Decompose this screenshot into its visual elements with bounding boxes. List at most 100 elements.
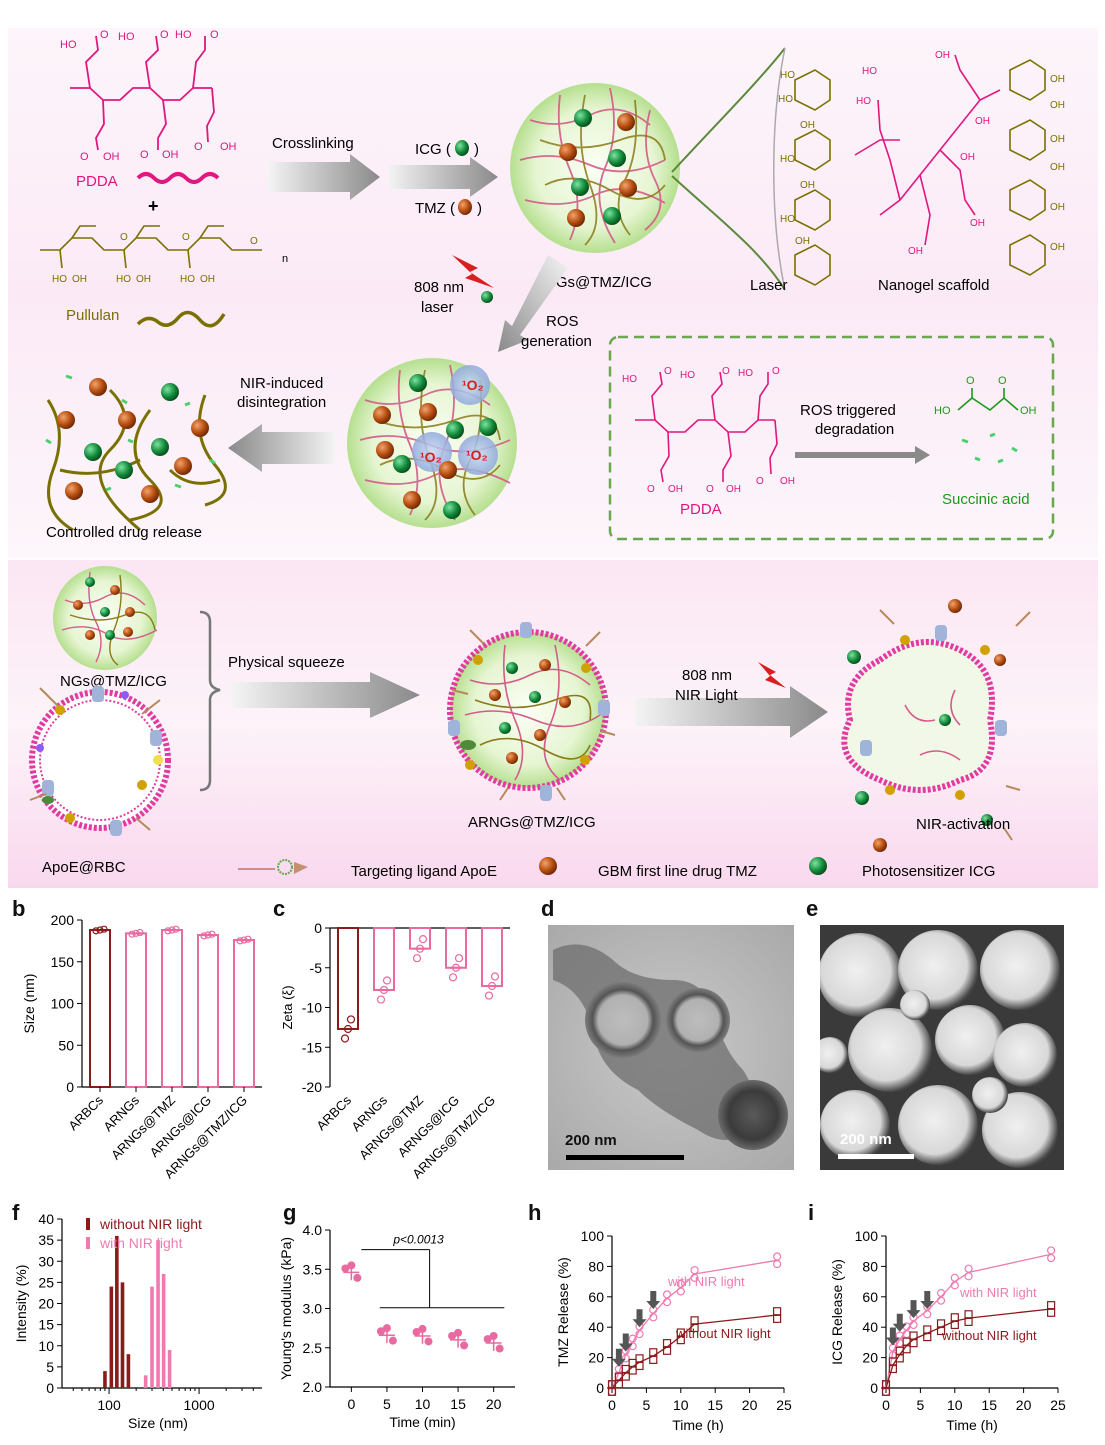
data-point: [964, 1310, 973, 1319]
ros-line1: ROS: [546, 313, 579, 330]
svg-text:OH: OH: [103, 151, 120, 163]
panel-label-f: f: [12, 1200, 20, 1225]
y-tick-label: -15: [302, 1039, 322, 1055]
nir-light-line1: 808 nm: [682, 667, 732, 684]
data-point: [172, 925, 180, 933]
data-point: [412, 1328, 421, 1337]
p-value-annotation: p<0.0013: [392, 1233, 444, 1247]
svg-text:OH: OH: [970, 218, 985, 229]
y-tick-label: 0: [66, 1079, 74, 1095]
y-tick-label: -20: [302, 1079, 322, 1095]
y-tick-label: 10: [38, 1338, 54, 1354]
irradiation-arrow-icon: [920, 1290, 935, 1309]
release-curve: [611, 1259, 778, 1389]
svg-text:O: O: [664, 366, 672, 377]
data-point: [490, 972, 500, 981]
ros-triggered-line2: degradation: [815, 421, 894, 438]
data-point: [690, 1266, 699, 1275]
data-point: [489, 1331, 498, 1340]
nir-activation-arrow: [635, 686, 828, 738]
svg-text:O: O: [160, 29, 169, 41]
x-tick-label: 5: [383, 1396, 391, 1412]
y-tick-label: 60: [862, 1289, 878, 1305]
data-point: [964, 1272, 973, 1281]
data-point: [909, 1320, 918, 1330]
legend-icg-icon: [809, 857, 827, 875]
data-point: [628, 1366, 637, 1375]
y-tick-label: 80: [862, 1258, 878, 1274]
tem-image-e: [820, 925, 1064, 1170]
data-point: [347, 1261, 356, 1270]
y-tick-label: -10: [302, 1000, 322, 1016]
data-point: [950, 1281, 959, 1290]
data-point: [881, 1380, 891, 1389]
legend-label: without NIR light: [99, 1216, 202, 1232]
y-tick-label: 15: [38, 1317, 54, 1333]
svg-text:OH: OH: [1020, 405, 1037, 417]
svg-text:¹O₂: ¹O₂: [462, 377, 484, 393]
panel-label-d: d: [541, 896, 555, 921]
distribution-bar: [161, 1273, 166, 1388]
y-tick-label: 0: [46, 1380, 54, 1396]
x-tick-label: 20: [742, 1397, 758, 1413]
y-tick-label: 80: [588, 1258, 604, 1274]
data-point: [483, 1335, 492, 1344]
svg-text:OH: OH: [1050, 100, 1065, 111]
nir-activation-label: NIR-activation: [916, 816, 1010, 833]
released-fragments: [45, 374, 227, 532]
data-point: [773, 1314, 782, 1323]
svg-text:): ): [477, 200, 482, 217]
legend-apoe-icon: [238, 859, 308, 875]
tmz-dot: [458, 199, 472, 215]
nanogel-bottom-left: [53, 566, 158, 670]
svg-text:HO: HO: [622, 374, 637, 385]
svg-text:HO: HO: [780, 214, 795, 225]
data-point: [1047, 1253, 1056, 1263]
succinic-acid-label: Succinic acid: [942, 491, 1030, 508]
data-point: [244, 935, 252, 943]
data-point: [773, 1260, 782, 1269]
irradiation-arrow-icon: [611, 1348, 626, 1367]
svg-text:OH: OH: [1050, 74, 1065, 85]
svg-text:O: O: [194, 141, 203, 153]
legend-tmz-icon: [539, 857, 557, 875]
data-point: [635, 1354, 644, 1363]
data-point: [1047, 1246, 1056, 1255]
svg-text:OH: OH: [162, 149, 179, 161]
svg-text:OH: OH: [800, 120, 815, 131]
x-tick-label: 1000: [184, 1397, 215, 1413]
svg-text:HO: HO: [780, 154, 795, 165]
distribution-bar: [167, 1349, 172, 1388]
svg-text:HO: HO: [856, 96, 871, 107]
y-axis-label: ICG Release (%): [829, 1259, 845, 1365]
data-point: [773, 1307, 782, 1316]
svg-text:OH: OH: [1050, 134, 1065, 145]
controlled-release-text: Controlled drug release: [46, 524, 202, 541]
laser-side-label: Laser: [750, 277, 788, 294]
panel-label-c: c: [273, 896, 286, 921]
y-tick-label: 35: [38, 1232, 54, 1248]
x-axis-label: Size (nm): [128, 1415, 188, 1431]
svg-text:O: O: [722, 366, 730, 377]
y-tick-label: -5: [310, 960, 323, 976]
svg-text:HO: HO: [680, 370, 695, 381]
data-point: [200, 932, 208, 940]
x-tick-label: 10: [947, 1397, 963, 1413]
bar: [337, 927, 359, 1030]
laser-wavelength: 808 nm: [414, 279, 464, 296]
icg-dot: [455, 140, 469, 156]
data-point: [607, 1387, 617, 1396]
svg-text:HO: HO: [738, 368, 753, 379]
data-point: [415, 944, 425, 953]
x-tick-label: 0: [882, 1397, 890, 1413]
pullulan-structure: [40, 225, 262, 269]
y-tick-label: 40: [862, 1319, 878, 1335]
apoe-rbc-label: ApoE@RBC: [42, 859, 126, 876]
nanogel-ros: [347, 358, 517, 528]
y-tick-label: 50: [58, 1037, 74, 1053]
y-tick-label: 100: [855, 1228, 879, 1244]
y-tick-label: 60: [588, 1289, 604, 1305]
crosslinking-arrow: [268, 154, 380, 200]
